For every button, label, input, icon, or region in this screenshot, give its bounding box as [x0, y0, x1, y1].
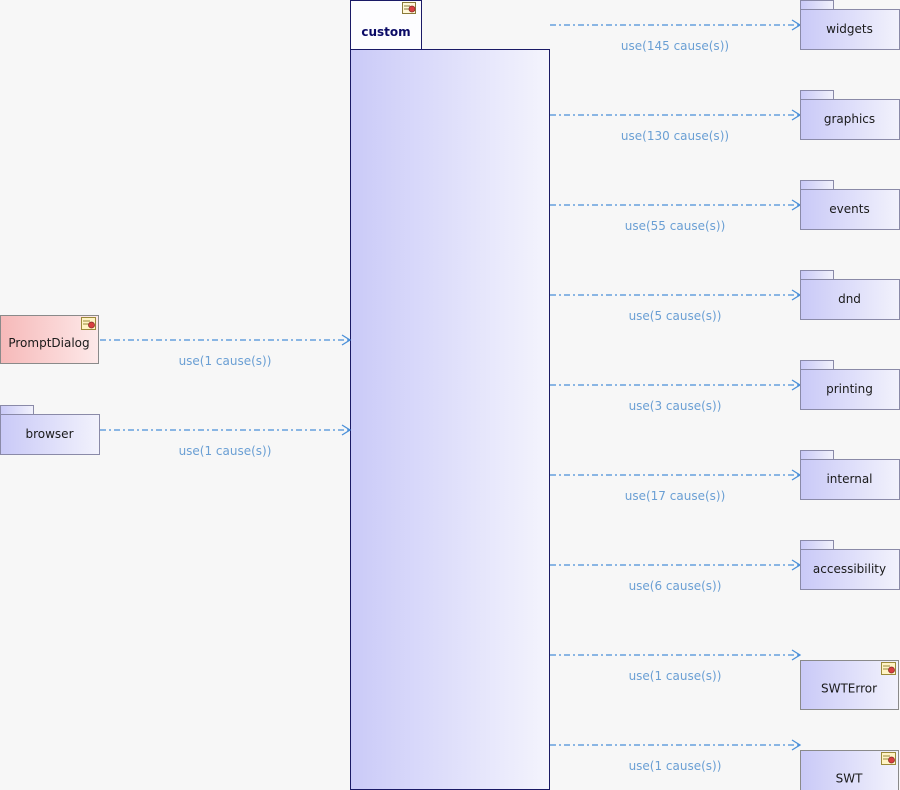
- package-tab: [800, 540, 834, 550]
- dependency-arrow[interactable]: use(55 cause(s)): [550, 199, 802, 233]
- class-label: SWT: [836, 772, 863, 786]
- package-label: widgets: [826, 22, 873, 36]
- package-graphics[interactable]: graphics: [800, 90, 900, 140]
- class-label: SWTError: [821, 682, 877, 696]
- dependency-label: use(145 cause(s)): [621, 39, 729, 53]
- arrow-head-icon: [791, 739, 802, 751]
- arrow-head-icon: [341, 334, 352, 346]
- dependency-arrow[interactable]: use(3 cause(s)): [550, 379, 802, 413]
- class-label: PromptDialog: [8, 336, 89, 350]
- package-widgets[interactable]: widgets: [800, 0, 900, 50]
- dependency-label: use(17 cause(s)): [625, 489, 726, 503]
- class-icon: [81, 317, 96, 330]
- class-icon: [402, 2, 416, 14]
- package-label: browser: [25, 427, 73, 441]
- package-tab: [800, 450, 834, 460]
- package-body: [800, 9, 900, 50]
- dependency-arrow[interactable]: use(17 cause(s)): [550, 469, 802, 503]
- class-icon: [881, 662, 896, 675]
- dependency-label: use(1 cause(s)): [629, 759, 722, 773]
- class-swt[interactable]: SWT: [800, 750, 899, 790]
- package-label: accessibility: [813, 562, 886, 576]
- package-custom[interactable]: custom: [350, 0, 550, 790]
- package-body: [0, 414, 100, 455]
- package-body: [800, 459, 900, 500]
- dependency-label: use(5 cause(s)): [629, 309, 722, 323]
- dependency-arrow[interactable]: use(1 cause(s)): [550, 649, 802, 683]
- arrow-head-icon: [341, 424, 352, 436]
- package-custom-label: custom: [361, 25, 410, 39]
- dependency-label: use(55 cause(s)): [625, 219, 726, 233]
- dependency-arrow[interactable]: use(1 cause(s)): [550, 739, 802, 773]
- package-tab: [800, 360, 834, 370]
- package-events[interactable]: events: [800, 180, 900, 230]
- package-tab: [800, 270, 834, 280]
- dependency-arrow[interactable]: use(145 cause(s)): [550, 19, 802, 53]
- package-dnd[interactable]: dnd: [800, 270, 900, 320]
- incoming-dependencies: PromptDialog use(1 cause(s)) browser use(1 …: [0, 315, 352, 458]
- dependency-arrow[interactable]: use(1 cause(s)): [100, 424, 352, 458]
- package-internal[interactable]: internal: [800, 450, 900, 500]
- dependency-arrow[interactable]: use(5 cause(s)): [550, 289, 802, 323]
- dependency-label: use(130 cause(s)): [621, 129, 729, 143]
- dependency-arrow[interactable]: use(1 cause(s)): [100, 334, 352, 368]
- package-body: [800, 279, 900, 320]
- package-label: graphics: [824, 112, 875, 126]
- package-browser[interactable]: browser: [0, 405, 100, 455]
- outgoing-dependencies: use(145 cause(s)) widgets use(130 cause(s)…: [550, 0, 900, 790]
- package-custom-body: [350, 49, 550, 790]
- package-tab: [0, 405, 34, 415]
- package-tab: [800, 180, 834, 190]
- dependency-label: use(1 cause(s)): [179, 444, 272, 458]
- package-label: printing: [826, 382, 873, 396]
- dependency-label: use(3 cause(s)): [629, 399, 722, 413]
- package-accessibility[interactable]: accessibility: [800, 540, 900, 590]
- dependency-arrow[interactable]: use(6 cause(s)): [550, 559, 802, 593]
- package-tab: [800, 90, 834, 100]
- package-tab: [800, 0, 834, 10]
- dependency-label: use(1 cause(s)): [179, 354, 272, 368]
- dependency-label: use(1 cause(s)): [629, 669, 722, 683]
- class-swterror[interactable]: SWTError: [800, 660, 899, 710]
- arrow-head-icon: [791, 649, 802, 661]
- package-label: events: [829, 202, 869, 216]
- dependency-label: use(6 cause(s)): [629, 579, 722, 593]
- package-printing[interactable]: printing: [800, 360, 900, 410]
- package-label: dnd: [838, 292, 861, 306]
- class-promptdialog[interactable]: PromptDialog: [0, 315, 99, 364]
- class-icon: [881, 752, 896, 765]
- package-label: internal: [826, 472, 872, 486]
- dependency-arrow[interactable]: use(130 cause(s)): [550, 109, 802, 143]
